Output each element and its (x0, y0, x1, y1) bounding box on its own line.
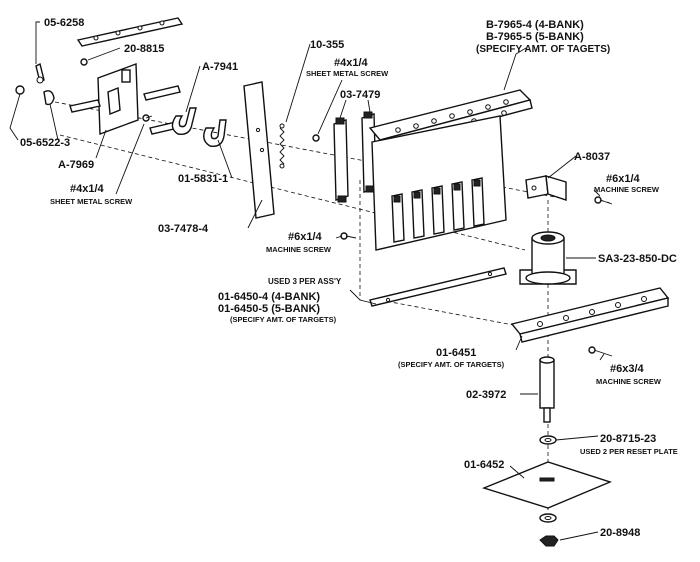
reset-plate-01-6452 (481, 461, 613, 509)
clip-05-6522-3 (43, 90, 55, 106)
screw-sheet-metal-center (312, 134, 320, 142)
leader-lines (9, 21, 605, 541)
rail-top-left (76, 17, 184, 47)
label-b-7965-5: B-7965-5 (5-BANK) (486, 31, 584, 43)
label-01-5831-1: 01-5831-1 (178, 173, 228, 185)
hook-01-5831-1 (203, 119, 227, 147)
label-20-8715-23: 20-8715-23 (600, 433, 656, 445)
label-05-6258: 05-6258 (44, 17, 84, 29)
label-screw-6x14-left-desc: MACHINE SCREW (266, 245, 332, 254)
label-a-8037: A-8037 (574, 151, 610, 163)
rail-01-6451 (510, 287, 670, 343)
rail-mid-left-lower (69, 99, 179, 135)
screw-6x14-right (594, 196, 613, 205)
spring-10-355 (279, 123, 285, 169)
label-screw-6x14-right-desc: MACHINE SCREW (594, 185, 660, 194)
screw-6x14-left (340, 232, 357, 240)
label-03-7479: 03-7479 (340, 89, 380, 101)
label-screw-6x34: #6x3/4 (610, 363, 645, 375)
label-b-7965-note: (SPECIFY AMT. OF TAGETS) (476, 44, 610, 55)
label-05-6522-3: 05-6522-3 (20, 137, 70, 149)
assembly-axis-lines (54, 101, 611, 510)
label-01-6450-note: (SPECIFY AMT. OF TARGETS) (230, 315, 337, 324)
label-screw-6x34-desc: MACHINE SCREW (596, 377, 662, 386)
label-20-8815: 20-8815 (124, 43, 164, 55)
label-03-7478-4: 03-7478-4 (158, 223, 209, 235)
label-screw-6x14-left: #6x1/4 (288, 231, 323, 243)
nut-left (15, 85, 25, 95)
coil-sa3-23-850-dc (519, 231, 577, 285)
bracket-a-8037 (525, 175, 567, 201)
hook-a-7941 (171, 107, 197, 135)
pin-05-6258 (35, 62, 45, 84)
label-screw-4x14-left: #4x1/4 (70, 183, 105, 195)
label-20-8715-23-note: USED 2 PER RESET PLATE (580, 447, 678, 456)
washer-20-8715-23 (539, 435, 557, 445)
label-02-3972: 02-3972 (466, 389, 506, 401)
target-bank-body (371, 115, 507, 251)
bracket-a-7969 (97, 63, 139, 135)
label-20-8948: 20-8948 (600, 527, 640, 539)
washer-lower (539, 513, 557, 523)
rail-mid-left-upper (143, 85, 181, 101)
screw-6x34 (588, 346, 613, 357)
post-03-7479-a (333, 117, 349, 203)
label-01-6450-4: 01-6450-4 (4-BANK) (218, 291, 320, 303)
label-sa3-23-850-dc: SA3-23-850-DC (598, 253, 677, 265)
screw-20-8815 (80, 58, 88, 66)
label-used-3-per-assy: USED 3 PER ASS'Y (268, 277, 342, 286)
plunger-02-3972 (539, 356, 555, 423)
nut-20-8948 (539, 535, 559, 547)
label-a-7941: A-7941 (202, 61, 238, 73)
label-screw-4x14-center-desc: SHEET METAL SCREW (306, 69, 389, 78)
screw-4x14-left (142, 114, 153, 122)
label-b-7965-4: B-7965-4 (4-BANK) (486, 19, 584, 31)
label-01-6451-note: (SPECIFY AMT. OF TARGETS) (398, 360, 505, 369)
label-a-7969: A-7969 (58, 159, 94, 171)
label-screw-6x14-right: #6x1/4 (606, 173, 641, 185)
part-labels: 05-6258 20-8815 05-6522-3 A-7969 A-7941 … (20, 17, 678, 539)
label-10-355: 10-355 (310, 39, 344, 51)
label-01-6451: 01-6451 (436, 347, 476, 359)
label-screw-4x14-center: #4x1/4 (334, 57, 369, 69)
label-screw-4x14-left-desc: SHEET METAL SCREW (50, 197, 133, 206)
label-01-6450-5: 01-6450-5 (5-BANK) (218, 303, 320, 315)
rail-01-6450 (369, 267, 507, 307)
plate-03-7478-4 (243, 81, 275, 219)
label-01-6452: 01-6452 (464, 459, 504, 471)
